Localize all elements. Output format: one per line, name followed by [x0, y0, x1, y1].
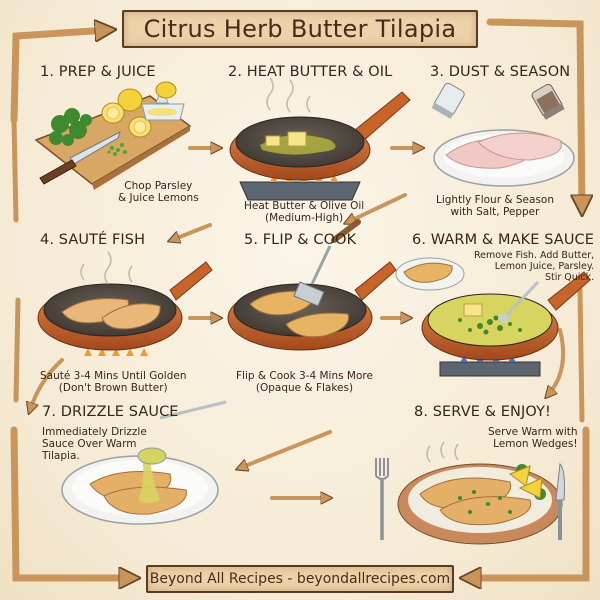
step6-illustration	[395, 257, 591, 377]
step-4-caption: Sauté 3-4 Mins Until Golden (Don't Brown…	[40, 370, 187, 394]
flow-arrows	[30, 148, 566, 498]
step-2-caption: Heat Butter & Olive Oil (Medium-High)	[244, 200, 365, 224]
step-1-title: 1. PREP & JUICE	[40, 64, 156, 80]
footer-text: Beyond All Recipes - beyondallrecipes.co…	[149, 571, 451, 587]
step1-illustration	[34, 81, 192, 190]
step7-illustration	[61, 400, 227, 525]
step4-illustration	[37, 251, 213, 356]
step-3-caption: Lightly Flour & Season with Salt, Pepper	[436, 194, 554, 218]
step5-illustration	[227, 219, 397, 351]
step-4-title: 4. SAUTÉ FISH	[40, 232, 146, 248]
step-7-title: 7. DRIZZLE SAUCE	[42, 404, 179, 420]
step-8-caption: Serve Warm with Lemon Wedges!	[488, 426, 578, 450]
step2-illustration	[229, 77, 411, 201]
step8-illustration	[375, 441, 565, 545]
step-1-caption: Chop Parsley & Juice Lemons	[118, 180, 199, 204]
page-title: Citrus Herb Butter Tilapia	[143, 15, 457, 43]
step3-illustration	[431, 82, 575, 187]
border-arrows	[10, 22, 586, 578]
title-banner: Citrus Herb Butter Tilapia	[122, 10, 478, 48]
step-2-title: 2. HEAT BUTTER & OIL	[228, 64, 393, 80]
step-5-title: 5. FLIP & COOK	[244, 232, 357, 248]
footer-banner: Beyond All Recipes - beyondallrecipes.co…	[146, 565, 454, 593]
step-3-title: 3. DUST & SEASON	[430, 64, 571, 80]
step-6-title: 6. WARM & MAKE SAUCE	[412, 232, 595, 248]
step-7-caption: Immediately Drizzle Sauce Over Warm Tila…	[42, 426, 147, 462]
step-8-title: 8. SERVE & ENJOY!	[414, 404, 551, 420]
step-6-caption: Remove Fish. Add Butter, Lemon Juice, Pa…	[474, 250, 595, 283]
step-5-caption: Flip & Cook 3-4 Mins More (Opaque & Flak…	[236, 370, 373, 394]
